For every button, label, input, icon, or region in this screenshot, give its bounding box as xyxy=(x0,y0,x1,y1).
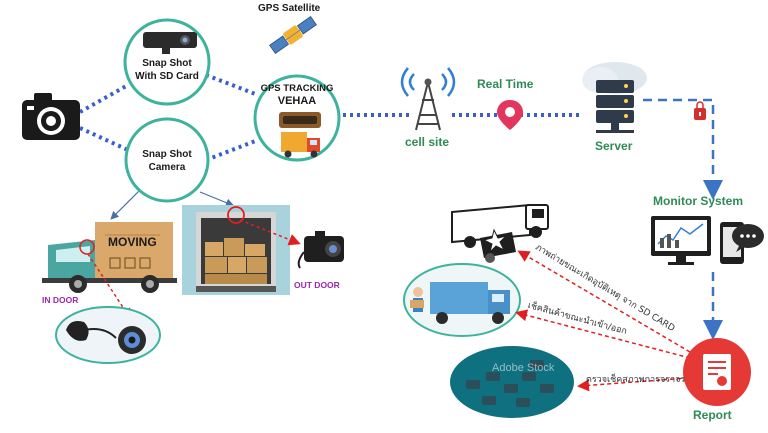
indoor-camera-arrow xyxy=(87,253,132,321)
accident-scene-image xyxy=(451,203,549,263)
snap-sd-node xyxy=(123,18,211,106)
chat-bubble-icon xyxy=(732,224,764,252)
report-label: Report xyxy=(693,408,732,422)
server-to-monitor-line xyxy=(643,98,723,340)
snap-sd-label-line2: With SD Card xyxy=(135,71,199,82)
real-time-label: Real Time xyxy=(477,77,534,91)
dashcam-icon xyxy=(143,32,197,54)
report-node xyxy=(683,338,751,406)
snap-sd-label-line1: Snap Shot xyxy=(142,58,192,69)
outdoor-truck-image xyxy=(182,205,290,295)
server-icon xyxy=(582,62,647,133)
delivery-truck-icon xyxy=(281,132,320,158)
snap-camera-node xyxy=(124,117,210,203)
report-document-icon xyxy=(703,354,731,390)
snap-camera-label: Snap Shot Camera xyxy=(127,148,207,174)
loading-arrow xyxy=(515,309,691,359)
monitor-system-label: Monitor System xyxy=(653,194,744,208)
loading-scene-image xyxy=(403,263,521,337)
traffic-scene-image xyxy=(450,346,574,418)
camera-to-truck-arrows xyxy=(110,189,235,220)
monitor-icon xyxy=(651,216,711,265)
gps-tracking-node xyxy=(253,74,341,162)
cell-site-label: cell site xyxy=(405,135,450,149)
traffic-arrow-text: ตรวจเช็คสภาพการจราจร xyxy=(586,375,686,385)
moving-label: MOVING xyxy=(108,235,157,249)
snap-camera-label-line1: Snap Shot xyxy=(142,149,192,160)
snap-sd-label: Snap Shot With SD Card xyxy=(127,57,207,83)
stock-watermark: Adobe Stock xyxy=(492,362,555,374)
camera-icon xyxy=(22,93,80,140)
server-label: Server xyxy=(595,139,633,153)
lock-icon xyxy=(694,101,706,120)
accident-arrow xyxy=(517,250,691,353)
outdoor-camera-arrow xyxy=(239,219,301,246)
connector-lines xyxy=(79,73,580,162)
gps-tracking-label-line2: VEHAA xyxy=(277,95,317,107)
gps-device-icon xyxy=(279,112,321,128)
moving-truck-image xyxy=(42,222,177,293)
gps-satellite-label: GPS Satellite xyxy=(258,3,321,14)
snap-camera-label-line2: Camera xyxy=(148,162,186,173)
in-door-label: IN DOOR xyxy=(42,295,79,305)
indoor-camera-image xyxy=(55,306,161,364)
out-door-label: OUT DOOR xyxy=(294,280,340,290)
location-pin-icon xyxy=(497,100,523,130)
outdoor-camera-image xyxy=(297,231,344,269)
cell-tower-icon xyxy=(400,67,456,131)
gps-tracking-label-line1: GPS TRACKING xyxy=(260,83,334,94)
satellite-icon xyxy=(269,16,317,54)
gps-tracking-label: GPS TRACKING VEHAA xyxy=(257,83,337,107)
